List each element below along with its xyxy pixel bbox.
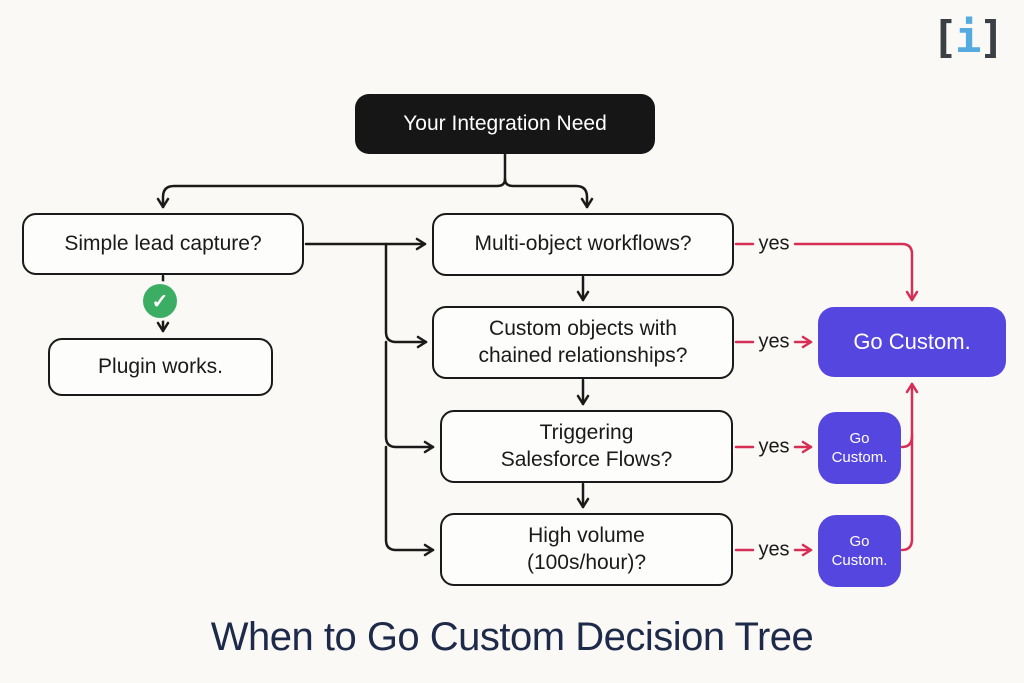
logo-letter-i-icon: i (955, 12, 981, 63)
edge-label-yes-4: yes (758, 538, 790, 561)
node-multi-object-workflows: Multi-object workflows? (432, 213, 734, 276)
logo-bracket-right-icon: ] (978, 12, 1005, 63)
edge-label-yes-2: yes (758, 330, 790, 353)
node-your-integration-need: Your Integration Need (355, 94, 655, 154)
node-triggering-salesforce-flows: Triggering Salesforce Flows? (440, 410, 733, 483)
logo-bracket-left-icon: [ (931, 12, 958, 63)
node-go-custom-small-2: Go Custom. (818, 515, 901, 587)
check-glyph: ✓ (151, 290, 169, 313)
node-go-custom-small-1: Go Custom. (818, 412, 901, 484)
edge-label-yes-1: yes (758, 232, 790, 255)
node-go-custom-main: Go Custom. (818, 307, 1006, 377)
node-plugin-works: Plugin works. (48, 338, 273, 396)
edge-label-yes-3: yes (758, 435, 790, 458)
node-high-volume: High volume (100s/hour)? (440, 513, 733, 586)
node-custom-objects: Custom objects with chained relationship… (432, 306, 734, 379)
node-simple-lead-capture: Simple lead capture? (22, 213, 304, 275)
page-title: When to Go Custom Decision Tree (210, 615, 814, 659)
brand-logo: [i] (931, 12, 1005, 63)
check-icon: ✓ (143, 284, 177, 318)
